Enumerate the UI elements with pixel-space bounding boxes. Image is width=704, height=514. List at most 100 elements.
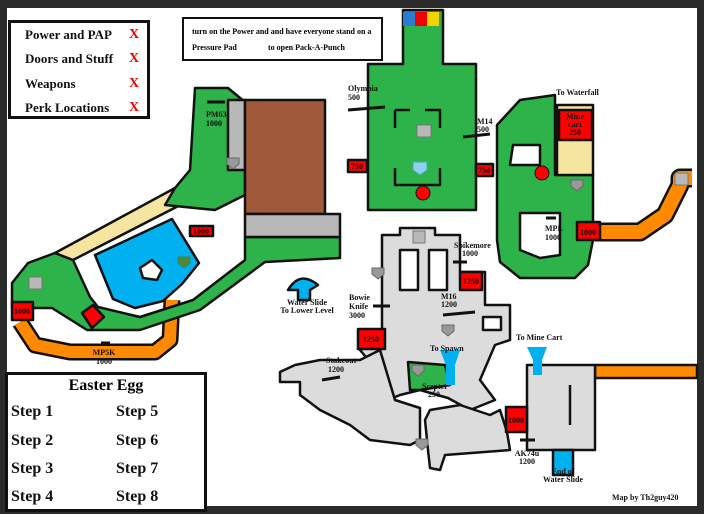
loop-hole-bottom: [518, 211, 562, 260]
loop-hole-top: [508, 143, 542, 167]
stakeout-cost: 1200: [328, 365, 344, 374]
legend-item-power[interactable]: Power and PAP X: [25, 27, 139, 43]
to-mine-cart-label: To Mine Cart: [516, 333, 563, 342]
bowie-label-2: Knife: [349, 302, 369, 311]
water-slide-end: [551, 448, 575, 477]
door-750-left[interactable]: [346, 158, 369, 174]
mpl-cost: 1000: [545, 233, 561, 242]
m16-cost: 1200: [441, 300, 457, 309]
to-waterfall-label: To Waterfall: [556, 88, 600, 97]
door-1000-left[interactable]: [10, 300, 35, 322]
legend-label: Weapons: [25, 76, 76, 91]
green-area-pm63: [163, 86, 247, 212]
gun-icon: [347, 105, 386, 112]
door-1000-pool-cost: 1000: [193, 227, 209, 236]
info-line-2a: Pressure Pad: [192, 43, 237, 52]
pap-inner-walls: [393, 108, 442, 187]
door-1000-right[interactable]: [575, 220, 602, 242]
door-1250-top-cost: 1250: [463, 277, 479, 286]
step-4: Step 4: [11, 488, 54, 505]
olympia-cost: 500: [348, 93, 360, 102]
end-slide-label-2: Water Slide: [543, 475, 584, 484]
gray-complex-left: [278, 348, 422, 447]
mystery-box-icon: [411, 364, 425, 377]
to-spawn-label: To Spawn: [430, 344, 464, 353]
door-750-right[interactable]: [474, 162, 495, 178]
pressure-pad-icon: [416, 124, 432, 138]
water-slide-top: [286, 277, 320, 302]
bowie-label: Bowie: [349, 293, 370, 302]
perk-icon-pool: [177, 256, 191, 269]
room-lower-right: [525, 363, 597, 452]
gun-icon: [321, 375, 341, 382]
pap-logo: [403, 12, 415, 26]
power-switch-left[interactable]: [80, 303, 106, 330]
mpl-label: MPL: [545, 224, 563, 233]
door-750-left-cost: 750: [351, 162, 363, 171]
mine-cart-cost: 250: [569, 128, 581, 137]
m14-cost: 500: [477, 125, 489, 134]
gray-walkway-lower: [243, 212, 342, 239]
orange-path-bottom: [593, 363, 699, 380]
legend-toggle-x[interactable]: X: [129, 51, 140, 66]
water-slide-label-2: To Lower Level: [280, 306, 334, 315]
door-1000-bottom[interactable]: [504, 405, 529, 434]
stakeout-label: Stakeout: [326, 356, 357, 365]
pap-building: [366, 8, 478, 212]
gun-icon: [442, 310, 476, 317]
gray-complex-bottom: [423, 403, 512, 472]
legend-toggle-x[interactable]: X: [129, 100, 140, 115]
legend-item-weapons[interactable]: Weapons X: [25, 76, 139, 92]
easter-egg-box: Easter Egg Step 1 Step 2 Step 3 Step 4 S…: [5, 372, 207, 512]
pressure-pad-icon: [28, 276, 43, 290]
door-1250-mid-cost: 1250: [363, 335, 379, 344]
door-1250-mid[interactable]: [356, 327, 387, 351]
legend-label: Doors and Stuff: [25, 51, 114, 66]
brown-building: [243, 98, 327, 216]
pressure-pad-icon: [674, 172, 689, 186]
to-spawn-funnel[interactable]: [440, 350, 460, 385]
legend-toggle-x[interactable]: X: [129, 27, 140, 42]
m16-label: M16: [441, 292, 457, 301]
mp5k-label: MP5K: [93, 348, 116, 357]
step-5: Step 5: [116, 403, 159, 420]
mystery-box-icon: [441, 324, 455, 337]
ak74u-cost: 1200: [519, 457, 535, 466]
mp5k-cost: 1000: [96, 357, 112, 366]
pm63-cost: 1000: [206, 119, 222, 128]
mystery-box-icon: [226, 157, 240, 170]
door-1250-top[interactable]: [458, 270, 484, 292]
easter-egg-title: Easter Egg: [68, 377, 144, 394]
door-1000-left-cost: 1000: [14, 307, 30, 316]
legend-toggle-x[interactable]: X: [129, 76, 140, 91]
step-3: Step 3: [11, 460, 54, 477]
end-slide-label: End of: [552, 467, 575, 476]
power-icon-pap[interactable]: [415, 185, 431, 201]
weapon-icons: [101, 100, 556, 442]
mystery-box-icon: [570, 179, 584, 192]
pressure-pad-icon: [412, 230, 426, 244]
mine-cart-label: Mine: [566, 112, 584, 121]
door-1000-bottom-cost: 1000: [508, 416, 524, 425]
bowie-cost: 3000: [349, 311, 365, 320]
door-1000-pool[interactable]: [188, 224, 215, 238]
mine-cart-label: cart: [568, 120, 582, 129]
door-1000-right-cost: 1000: [580, 228, 596, 237]
pap-logo-part: [415, 12, 427, 26]
step-8: Step 8: [116, 488, 159, 505]
pillar-right: [427, 248, 449, 292]
scepter-label: Scepter: [422, 382, 448, 391]
legend-item-doors[interactable]: Doors and Stuff X: [25, 51, 139, 67]
pm63-label: PM63: [206, 110, 226, 119]
orange-path-left-fill: [14, 299, 178, 358]
power-icon-loop[interactable]: [534, 165, 550, 181]
olympia-label: Olympia: [348, 84, 378, 93]
legend-label: Power and PAP: [25, 27, 112, 42]
pool-island: [138, 258, 164, 282]
mine-cart-buy[interactable]: [557, 108, 594, 142]
step-6: Step 6: [116, 432, 159, 449]
to-mine-cart-funnel[interactable]: [527, 347, 547, 375]
